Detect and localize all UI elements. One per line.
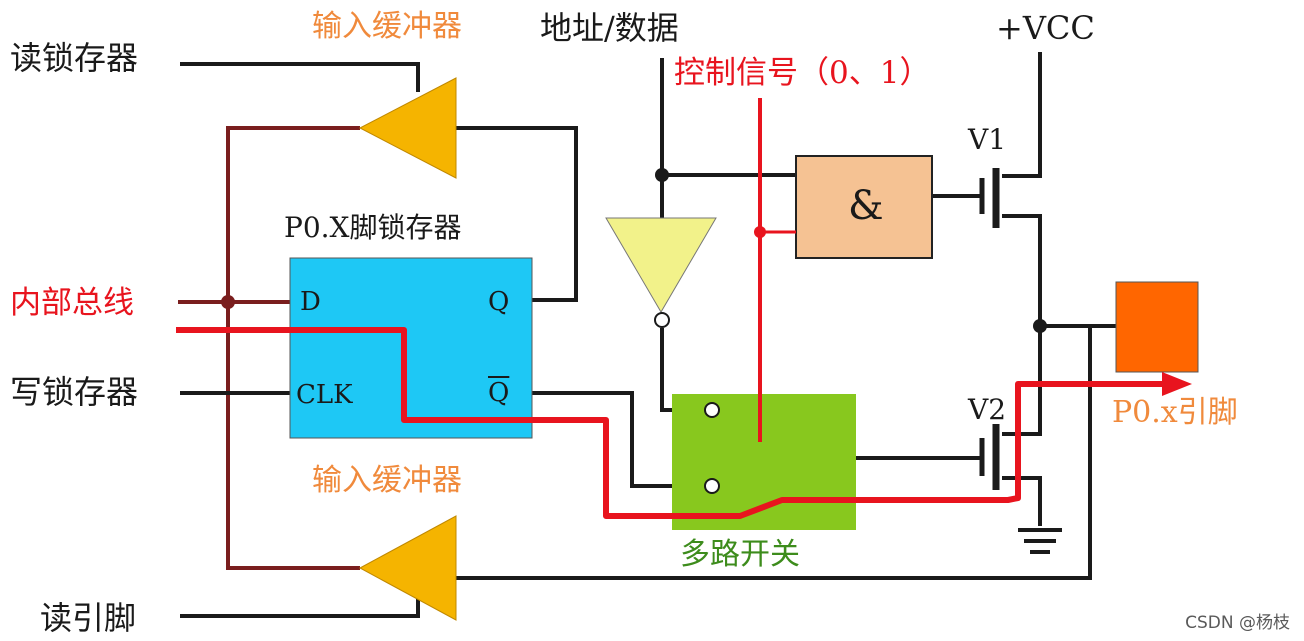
bus-junction-dot [221, 295, 235, 309]
control-junction-dot [754, 226, 766, 238]
watermark: CSDN @杨枝 [1185, 613, 1290, 633]
write-latch-label: 写锁存器 [10, 373, 139, 411]
latch-pin-clk: CLK [296, 380, 353, 410]
latch-block [289, 257, 533, 439]
vcc-label: +VCC [996, 9, 1095, 47]
v1-label: V1 [968, 123, 1007, 156]
transistor-v1 [979, 168, 1000, 228]
addr-data-label: 地址/数据 [540, 9, 679, 47]
latch-pin-d: D [300, 287, 321, 317]
inverter-gate [605, 217, 717, 313]
output-node-dot [1033, 319, 1047, 333]
control-signal-label: 控制信号（0、1） [674, 55, 931, 91]
input-buffer-top-label: 输入缓冲器 [312, 9, 462, 44]
inverter-bubble [654, 312, 670, 328]
input-buffer-bottom-label: 输入缓冲器 [312, 463, 462, 498]
latch-pin-qbar: Q [488, 378, 510, 408]
v2-label: V2 [968, 393, 1007, 426]
and-gate-symbol: & [848, 183, 884, 229]
read-latch-label: 读锁存器 [10, 39, 139, 77]
mux-contact-upper [704, 402, 720, 418]
latch-title: P0.X脚锁存器 [284, 211, 462, 244]
latch-pin-q: Q [488, 287, 510, 317]
output-pin-block [1115, 281, 1199, 373]
transistor-v2 [979, 424, 1000, 490]
addr-junction-dot [655, 168, 669, 182]
output-arrow-icon [1162, 372, 1192, 396]
ground-icon [1018, 528, 1062, 554]
pin-out-label: P0.x引脚 [1112, 395, 1238, 430]
mux-label: 多路开关 [680, 537, 800, 572]
and-gate-block [795, 155, 933, 259]
input-buffer-bottom [358, 515, 457, 621]
signal-path [176, 327, 1168, 519]
read-pin-label: 读引脚 [40, 599, 137, 637]
mux-contact-lower [704, 478, 720, 494]
input-buffer-top [358, 77, 457, 179]
internal-bus-label: 内部总线 [10, 285, 134, 321]
